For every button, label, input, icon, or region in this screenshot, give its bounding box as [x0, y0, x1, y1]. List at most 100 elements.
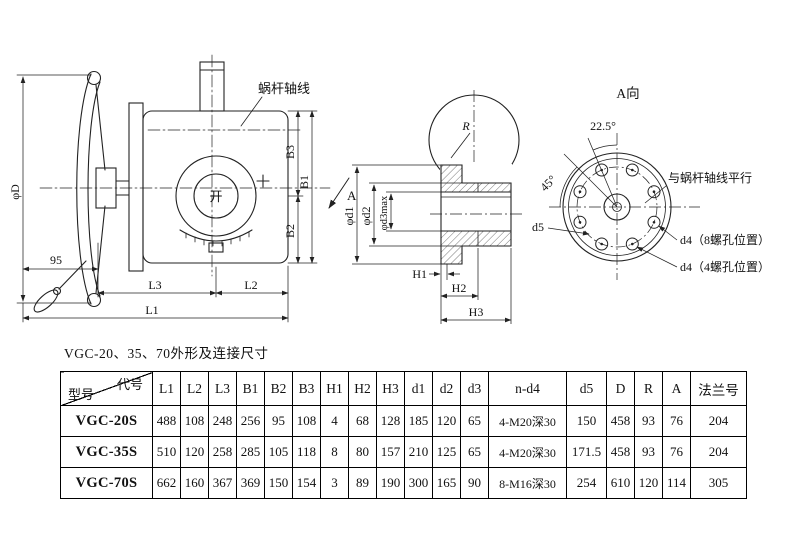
dim-L1-label: L1: [145, 303, 158, 317]
dim-phid1-label: φd1: [342, 207, 356, 226]
value-cell: 610: [606, 467, 635, 499]
view-a-label: A: [347, 188, 357, 203]
view-a-arrow: [328, 177, 350, 209]
flange-hub-section: [440, 164, 512, 265]
bolt-holes: [573, 163, 661, 251]
value-cell: 93: [634, 405, 663, 437]
value-cell: 76: [662, 405, 691, 437]
value-cell: 4-M20深30: [488, 436, 567, 468]
dim-H1-label: H1: [412, 267, 427, 281]
worm-axis-leader: [240, 96, 263, 127]
col-header: B3: [292, 371, 321, 406]
table-row: VGC-35S 510 120 258 285 105 118 8 80 157…: [60, 436, 747, 468]
indicator-dial: [179, 229, 253, 242]
value-cell: 128: [376, 405, 405, 437]
value-cell: 367: [208, 467, 237, 499]
col-header: L1: [152, 371, 181, 406]
value-cell: 76: [662, 436, 691, 468]
dim-L3-label: L3: [148, 278, 161, 292]
dim-B1-label: B1: [297, 175, 311, 189]
value-cell: 93: [634, 436, 663, 468]
model-cell: VGC-20S: [60, 405, 153, 437]
value-cell: 8: [320, 436, 349, 468]
value-cell: 458: [606, 436, 635, 468]
value-cell: 160: [180, 467, 209, 499]
value-cell: 300: [404, 467, 433, 499]
value-cell: 108: [292, 405, 321, 437]
col-header: d1: [404, 371, 433, 406]
col-header: R: [634, 371, 663, 406]
gearbox-body: [128, 61, 289, 272]
section-dimension-lines: [352, 164, 512, 324]
value-cell: 662: [152, 467, 181, 499]
side-view: 开 蜗杆轴线 A φD 95 L3 L2 L1 B3: [8, 54, 357, 323]
value-cell: 108: [180, 405, 209, 437]
value-cell: 105: [264, 436, 293, 468]
col-header: B2: [264, 371, 293, 406]
flange-centerlines: [549, 133, 700, 280]
dim-B3-label: B3: [283, 145, 297, 159]
note-d4-8-holes: d4（8螺孔位置）: [680, 232, 770, 247]
col-header: D: [606, 371, 635, 406]
value-cell: 185: [404, 405, 433, 437]
value-cell: 3: [320, 467, 349, 499]
col-header: A: [662, 371, 691, 406]
value-cell: 4-M20深30: [488, 405, 567, 437]
model-cell: VGC-70S: [60, 467, 153, 499]
table-row: VGC-70S 662 160 367 369 150 154 3 89 190…: [60, 467, 747, 499]
value-cell: 204: [690, 405, 747, 437]
flange-outer-circle: [562, 152, 672, 262]
table-corner-cell: 代号 型号: [60, 371, 153, 406]
value-cell: 65: [460, 405, 489, 437]
note-d4-4-holes: d4（4螺孔位置）: [680, 259, 770, 274]
value-cell: 90: [460, 467, 489, 499]
open-mark-label: 开: [209, 189, 222, 204]
value-cell: 65: [460, 436, 489, 468]
value-cell: 171.5: [566, 436, 607, 468]
note-parallel-worm-axis: 与蜗杆轴线平行: [668, 170, 752, 185]
value-cell: 118: [292, 436, 321, 468]
worm-axis-label: 蜗杆轴线: [258, 81, 310, 96]
col-header: n-d4: [488, 371, 567, 406]
header-row: 代号 型号 L1 L2 L3 B1 B2 B3 H1 H2 H3 d1 d2 d…: [60, 371, 747, 406]
col-header: H1: [320, 371, 349, 406]
value-cell: 150: [566, 405, 607, 437]
value-cell: 150: [264, 467, 293, 499]
technical-drawing: 开 蜗杆轴线 A φD 95 L3 L2 L1 B3: [8, 54, 770, 324]
value-cell: 154: [292, 467, 321, 499]
value-cell: 285: [236, 436, 265, 468]
value-cell: 190: [376, 467, 405, 499]
value-cell: 120: [432, 405, 461, 437]
dim-L2-label: L2: [244, 278, 257, 292]
value-cell: 125: [432, 436, 461, 468]
dim-95-label: 95: [50, 253, 62, 267]
value-cell: 510: [152, 436, 181, 468]
col-header: H2: [348, 371, 377, 406]
value-cell: 8-M16深30: [488, 467, 567, 499]
radius-leader: [450, 132, 471, 159]
col-header: d2: [432, 371, 461, 406]
dim-phid3max-label: φd3max: [379, 195, 390, 230]
value-cell: 488: [152, 405, 181, 437]
hand-crank: [33, 260, 87, 313]
dim-H2-label: H2: [452, 281, 467, 295]
value-cell: 256: [236, 405, 265, 437]
value-cell: 120: [634, 467, 663, 499]
col-header: L3: [208, 371, 237, 406]
value-cell: 157: [376, 436, 405, 468]
flange-view: A向 22.5° 45° d5 与蜗杆轴线平行 d4（8螺孔位置） d4（4螺孔…: [532, 86, 770, 280]
value-cell: 114: [662, 467, 691, 499]
center-bore: [603, 193, 631, 221]
value-cell: 4: [320, 405, 349, 437]
dimension-table: 代号 型号 L1 L2 L3 B1 B2 B3 H1 H2 H3 d1 d2 d…: [60, 371, 747, 499]
value-cell: 248: [208, 405, 237, 437]
corner-label-model: 型号: [68, 387, 95, 402]
dim-22-5-label: 22.5°: [590, 119, 616, 133]
mounting-flange: [128, 102, 144, 272]
value-cell: 120: [180, 436, 209, 468]
dim-45-label: 45°: [537, 172, 559, 194]
table-row: VGC-20S 488 108 248 256 95 108 4 68 128 …: [60, 405, 747, 437]
value-cell: 204: [690, 436, 747, 468]
value-cell: 165: [432, 467, 461, 499]
col-header: B1: [236, 371, 265, 406]
